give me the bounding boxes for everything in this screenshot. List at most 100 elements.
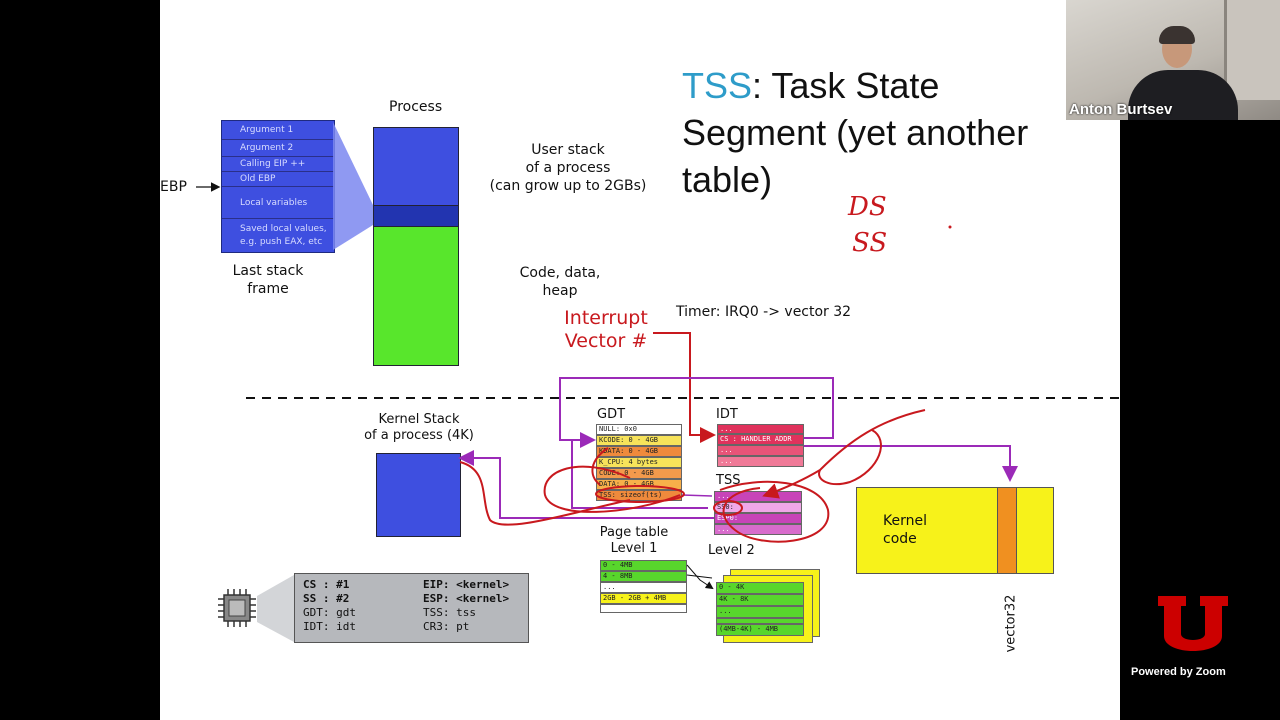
pt-l2-row-2: 4K - 8K [716,594,804,606]
tss-row-4: ... [714,524,802,535]
title-rest: : Task State [752,65,940,106]
kernel-stack-line1: Kernel Stack [378,412,460,427]
page-table-line1: Page table [599,525,669,540]
frame-row-old-ebp: Old EBP [222,172,334,187]
tss-row-1: ... [714,491,802,502]
pt-l1-row-2: 4 - 8MB [600,571,687,582]
interrupt-vector-arrow [653,332,716,443]
cpu-chip-icon [217,588,257,628]
participant-video-tile[interactable]: Anton Burtsev [1066,0,1280,120]
frame-row-saved-values-example: e.g. push EAX, etc [240,237,323,247]
kernel-code-line1: Kernel [883,513,927,529]
cpu-reg-eip: EIP: <kernel> [423,578,510,591]
pt-l1-bottom [600,604,687,613]
pt-l2-row-4 [716,618,804,624]
powered-by-zoom: Powered by Zoom [1131,666,1226,678]
participant-name-label: Anton Burtsev [1069,101,1173,118]
vector32-band [997,487,1017,574]
idt-row-3: ... [717,445,804,456]
last-stack-frame-label: Last stack frame [226,262,310,298]
kernel-code-label: Kernel code [883,512,927,548]
user-stack-line1: User stack [531,142,605,158]
annotation-tss-loop [719,480,830,543]
cpu-reg-ss: SS : #2 [303,592,350,605]
annotation-gdt-tss-circle [595,485,685,503]
cpu-reg-idt: IDT: idt [303,620,356,633]
idt-label: IDT [716,407,738,422]
idt-to-gdt-arrow [559,377,834,448]
gdt-row-code: CODE: 0 - 4GB [596,468,682,479]
pt-l2-row-5: (4MB-4K) - 4MB [716,624,804,636]
stack-frame: Argument 1 Argument 2 Calling EIP ++ Old… [221,120,335,253]
frame-row-local-variables: Local variables [222,187,334,219]
user-stack-label: User stack of a process (can grow up to … [478,141,658,195]
video-window-frame [1224,0,1280,100]
process-code-data [373,226,459,366]
tss-to-kernel-stack-arrow [458,450,714,519]
cpu-reg-esp: ESP: <kernel> [423,592,510,605]
level2-label: Level 2 [708,543,755,558]
idt-row-1: ... [717,424,804,434]
pt-l1-row-4: 2GB - 2GB + 4MB [600,593,687,604]
university-u-logo-icon [1156,594,1230,658]
interrupt-vector-line2: Vector # [564,330,648,352]
participant-hair [1159,26,1195,44]
interrupt-vector-label: Interrupt Vector # [559,307,653,353]
gdt-row-kcpu: K_CPU: 4 bytes [596,457,682,468]
gdt-row-kdata: KDATA: 0 - 4GB [596,446,682,457]
kernel-code-line2: code [883,531,917,547]
annotation-dot [948,225,952,229]
gdt-row-null: NULL: 0x0 [596,424,682,435]
process-label: Process [389,99,443,115]
idt-to-vector32-arrow [804,445,1018,482]
frame-row-calling-eip: Calling EIP ++ [222,157,334,172]
pt-l2-row-1: 0 - 4K [716,582,804,594]
user-stack-line3: (can grow up to 2GBs) [489,178,647,194]
kernel-stack-label: Kernel Stack of a process (4K) [355,412,483,444]
annotation-squiggle-1 [543,465,681,513]
idt-row-4: ... [717,456,804,467]
gdt-row-kcode: KCODE: 0 - 4GB [596,435,682,446]
slide: TSS: Task State Segment (yet another tab… [160,0,1120,720]
participant-body [1128,70,1238,120]
page-table-label: Page table Level 1 [590,525,678,557]
frame-row-argument-2: Argument 2 [222,140,334,157]
code-data-line2: heap [542,283,578,299]
user-stack-line2: of a process [525,160,611,176]
cpu-reg-cs: CS : #1 [303,578,350,591]
annotation-swirl [818,429,882,486]
kernel-stack-box [376,453,461,537]
timer-label: Timer: IRQ0 -> vector 32 [676,304,852,320]
tss-row-esp0: ESP0: [714,513,802,524]
process-user-stack [373,127,459,207]
slide-title: TSS: Task State Segment (yet another tab… [682,62,1028,203]
code-data-line1: Code, data, [519,265,601,281]
annotation-squiggle-2 [459,461,631,526]
idt-row-handler: CS : HANDLER ADDR [717,434,804,445]
cpu-register-panel [294,573,529,643]
diagram-connectors [196,122,1120,642]
frame-row-argument-1: Argument 1 [222,121,334,140]
cpu-reg-cr3: CR3: pt [423,620,470,633]
pt-l1-row-1: 0 - 4MB [600,560,687,571]
kernel-stack-line2: of a process (4K) [364,428,474,443]
page-table-arrow-2 [686,574,713,579]
code-data-heap-label: Code, data, heap [505,264,615,300]
last-stack-frame-line2: frame [247,281,289,297]
handwriting-ds: DS [848,192,887,222]
pt-l2-row-3: ... [716,606,804,618]
gdt-row-data: DATA: 0 - 4GB [596,479,682,490]
last-stack-frame-line1: Last stack [232,263,304,279]
kernel-code-box [856,487,1054,574]
frame-zoom-projection [333,122,373,250]
cpu-reg-tss: TSS: tss [423,606,476,619]
title-accent: TSS [682,65,753,106]
annotation-ss0-circle [713,500,743,516]
gdt-label: GDT [597,407,626,422]
page-table-line2: Level 1 [610,541,658,556]
pt-l1-row-3: ... [600,582,687,593]
title-line2: Segment (yet another [682,112,1029,153]
annotation-gdt-scribble [591,447,609,486]
cpu-reg-gdt: GDT: gdt [303,606,356,619]
interrupt-vector-line1: Interrupt [564,307,648,329]
